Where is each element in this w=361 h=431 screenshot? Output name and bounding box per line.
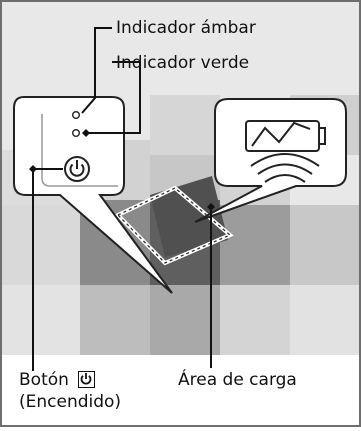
control-panel-callout	[13, 96, 173, 294]
power-badge-icon	[78, 371, 96, 388]
wireless-signal-icon	[250, 153, 320, 183]
green-indicator-label: Indicador verde	[116, 53, 250, 73]
power-button[interactable]	[64, 156, 90, 182]
power-button-sublabel: (Encendido)	[19, 392, 122, 412]
battery-charging-icon	[245, 120, 326, 152]
leader-dots	[29, 129, 215, 211]
power-button-label-text: Botón	[19, 370, 69, 390]
charging-area-label: Área de carga	[178, 370, 297, 390]
green-indicator-led	[71, 128, 80, 137]
power-icon	[69, 160, 85, 177]
leader-lines	[32, 27, 212, 371]
amber-indicator-label: Indicador ámbar	[116, 18, 256, 38]
amber-indicator-led	[71, 110, 80, 119]
power-button-label: Botón	[19, 370, 96, 390]
charging-area	[114, 176, 234, 266]
